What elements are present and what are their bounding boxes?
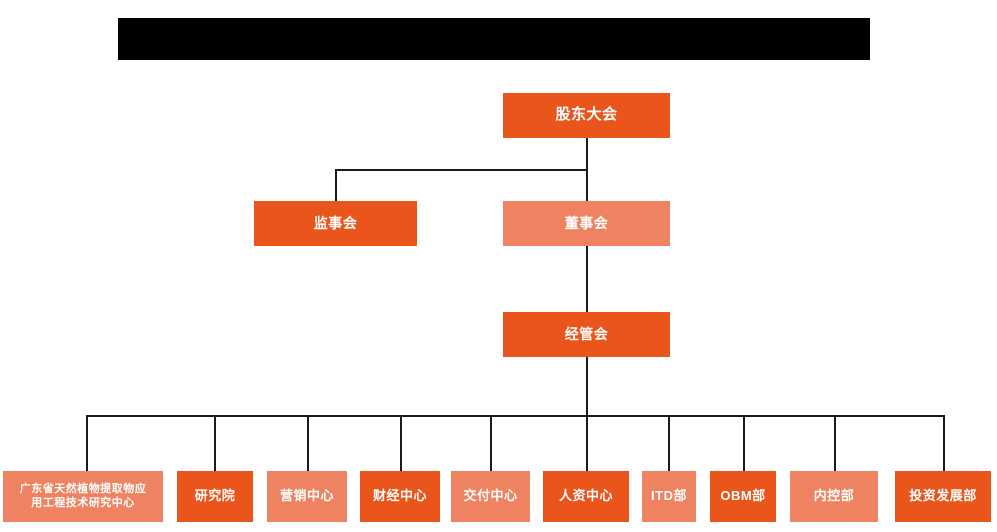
node-internal-control-department[interactable]: 内控部: [790, 471, 878, 522]
node-label: 交付中心: [463, 488, 518, 504]
connector-drop-marketing-center: [307, 415, 309, 471]
connector-drop-itd-department: [668, 415, 670, 471]
connector-shareholders-down: [586, 138, 588, 170]
connector-drop-internal-control-department: [834, 415, 836, 471]
node-label: ITD部: [651, 488, 687, 504]
node-label: 营销中心: [279, 488, 334, 504]
connector-drop-research-institute: [214, 415, 216, 471]
connector-drop-investment-development-department: [943, 415, 945, 471]
connector-drop-obm-department: [743, 415, 745, 471]
node-board-of-directors[interactable]: 董事会: [503, 201, 670, 246]
node-engineering-research-center[interactable]: 广东省天然植物提取物应 用工程技术研究中心: [3, 471, 163, 522]
node-research-institute[interactable]: 研究院: [177, 471, 253, 522]
node-finance-center[interactable]: 财经中心: [360, 471, 440, 522]
node-obm-department[interactable]: OBM部: [710, 471, 776, 522]
node-label: OBM部: [720, 488, 766, 504]
node-delivery-center[interactable]: 交付中心: [451, 471, 530, 522]
node-label-line1: 广东省天然植物提取物应: [19, 482, 147, 495]
node-management-committee[interactable]: 经管会: [503, 312, 670, 357]
connector-level1-bus: [335, 169, 588, 171]
node-itd-department[interactable]: ITD部: [642, 471, 696, 522]
node-label: 内控部: [813, 488, 855, 504]
node-shareholders-meeting[interactable]: 股东大会: [503, 93, 670, 138]
node-label: 董事会: [564, 214, 609, 231]
node-board-of-supervisors[interactable]: 监事会: [254, 201, 417, 246]
node-label: 经管会: [564, 325, 609, 342]
node-marketing-center[interactable]: 营销中心: [267, 471, 347, 522]
node-label: 监事会: [313, 214, 358, 231]
connector-drop-finance-center: [400, 415, 402, 471]
node-investment-development-department[interactable]: 投资发展部: [895, 471, 991, 522]
node-hr-center[interactable]: 人资中心: [543, 471, 629, 522]
redacted-title-banner: [118, 18, 870, 60]
node-label: 财经中心: [372, 488, 427, 504]
node-label: 股东大会: [555, 106, 618, 124]
connector-drop-hr-center: [586, 415, 588, 471]
node-label: 研究院: [194, 488, 236, 504]
connector-drop-delivery-center: [490, 415, 492, 471]
node-label: 投资发展部: [909, 488, 977, 504]
connector-drop-supervisors: [335, 169, 337, 201]
node-label-line2: 用工程技术研究中心: [31, 496, 135, 509]
node-label: 人资中心: [558, 488, 613, 504]
connector-management-down: [586, 357, 588, 416]
connector-level4-bus: [86, 415, 944, 417]
connector-drop-engineering-research-center: [86, 415, 88, 471]
connector-directors-to-management: [586, 246, 588, 312]
connector-drop-directors: [586, 169, 588, 201]
